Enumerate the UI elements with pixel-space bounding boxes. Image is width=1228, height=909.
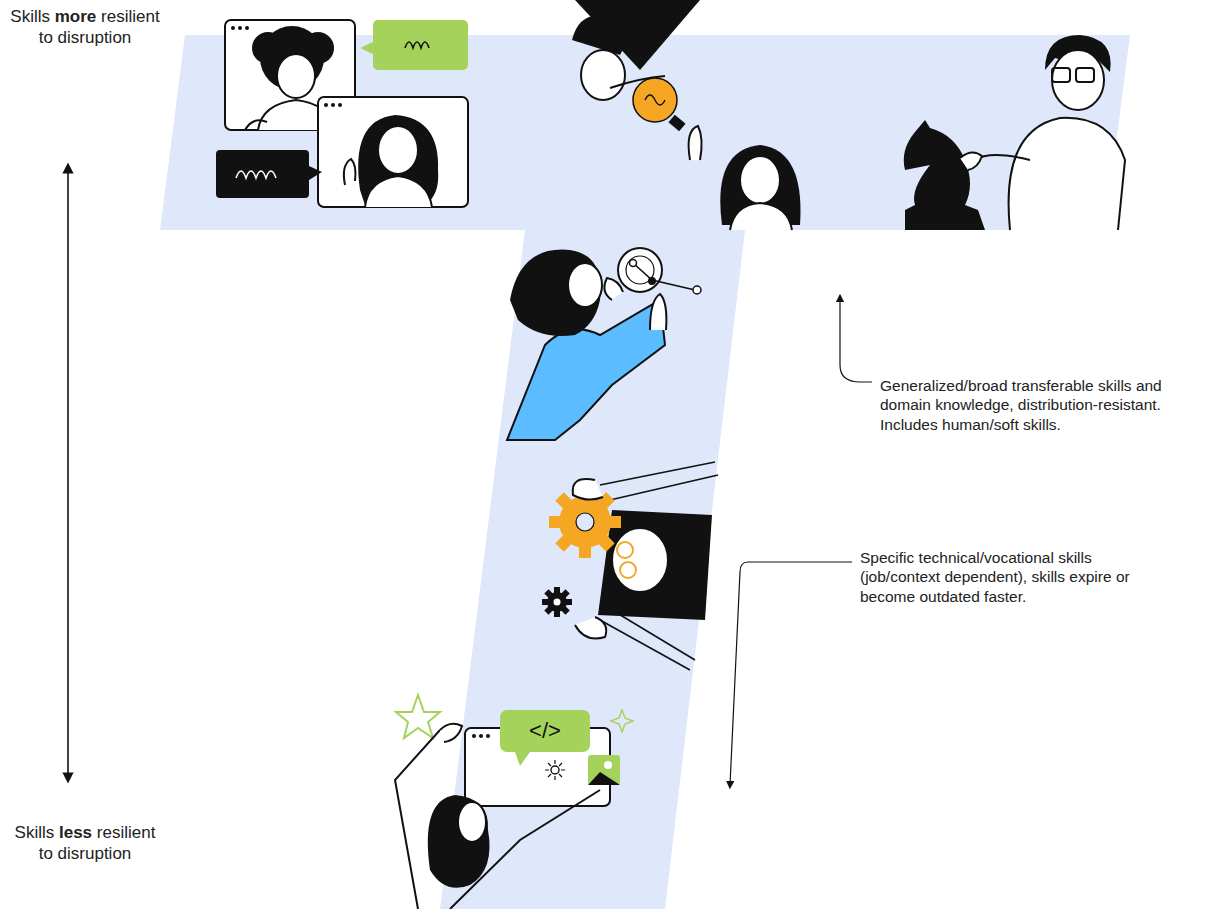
hand <box>573 479 603 500</box>
face <box>277 54 315 98</box>
chess-knight <box>904 120 985 230</box>
lightbulb-base <box>668 115 685 132</box>
face <box>581 50 625 100</box>
technician <box>542 462 718 670</box>
callout-note: Generalized/broad transferable skills an… <box>880 376 1180 434</box>
face <box>1052 50 1104 110</box>
resilience-axis <box>67 168 69 778</box>
speech-tail <box>309 166 322 180</box>
body <box>1009 118 1125 230</box>
squiggle <box>236 171 276 178</box>
speech-tail <box>515 752 530 766</box>
face <box>740 156 780 204</box>
video-call <box>216 20 468 207</box>
glasses <box>1076 68 1094 82</box>
hand <box>344 159 356 185</box>
speech-tail <box>360 42 373 54</box>
lightbulb <box>633 78 677 122</box>
node-dot <box>648 277 656 285</box>
window-dot <box>231 26 235 30</box>
arm <box>395 730 600 909</box>
window-dot <box>479 734 483 738</box>
filament <box>645 95 665 105</box>
gear-hole <box>576 513 594 531</box>
hand <box>575 617 606 639</box>
node-dot <box>693 286 701 294</box>
face <box>378 126 418 174</box>
hand <box>689 126 702 160</box>
image-icon <box>588 755 620 785</box>
hand <box>440 724 462 742</box>
node-link <box>633 263 695 290</box>
window-dot <box>472 734 476 738</box>
glasses <box>617 542 633 558</box>
hair <box>252 32 284 64</box>
window-dot <box>331 103 335 107</box>
face <box>612 528 668 592</box>
sun-icon <box>551 766 559 774</box>
designer <box>395 695 633 909</box>
hand <box>650 294 666 330</box>
t-shape <box>160 35 1130 909</box>
arm <box>600 610 695 670</box>
hair <box>428 795 490 888</box>
arm <box>600 462 718 500</box>
speech-bubble <box>373 20 468 70</box>
idea-people <box>572 0 801 230</box>
sun-rays <box>545 760 565 780</box>
hand <box>960 152 982 170</box>
body <box>365 176 432 207</box>
hair-block <box>598 510 712 620</box>
body <box>730 203 792 230</box>
image-icon-hill <box>588 772 620 785</box>
strategist <box>904 35 1125 230</box>
gear-black <box>542 587 572 617</box>
window-dot <box>486 734 490 738</box>
arm <box>975 155 1030 160</box>
node-dot <box>630 260 637 267</box>
squiggle <box>405 42 429 48</box>
axis-label: Skills more resilient to disruption <box>10 6 160 49</box>
face <box>458 802 486 842</box>
hair <box>572 16 626 55</box>
gear-teeth <box>542 587 572 617</box>
glasses <box>620 562 636 578</box>
star <box>396 695 440 738</box>
window-dot <box>338 103 342 107</box>
axis-label: Skills less resilient to disruption <box>10 822 160 865</box>
callout-note: Specific technical/vocational skills (jo… <box>860 548 1140 606</box>
window-dot <box>245 26 249 30</box>
code-symbol: </> <box>500 710 590 752</box>
video-window <box>318 97 468 207</box>
face <box>568 263 602 307</box>
analyst <box>507 248 701 440</box>
code-bubble <box>500 710 590 752</box>
image-icon-sun <box>604 761 612 769</box>
glasses <box>1052 68 1070 82</box>
window-dot <box>324 103 328 107</box>
leader-line <box>730 562 852 785</box>
window-dot <box>238 26 242 30</box>
sparkle <box>611 710 633 732</box>
hand <box>604 278 623 300</box>
speech-bubble <box>216 150 309 198</box>
gear-hole <box>554 599 561 606</box>
leader-line <box>840 298 872 382</box>
